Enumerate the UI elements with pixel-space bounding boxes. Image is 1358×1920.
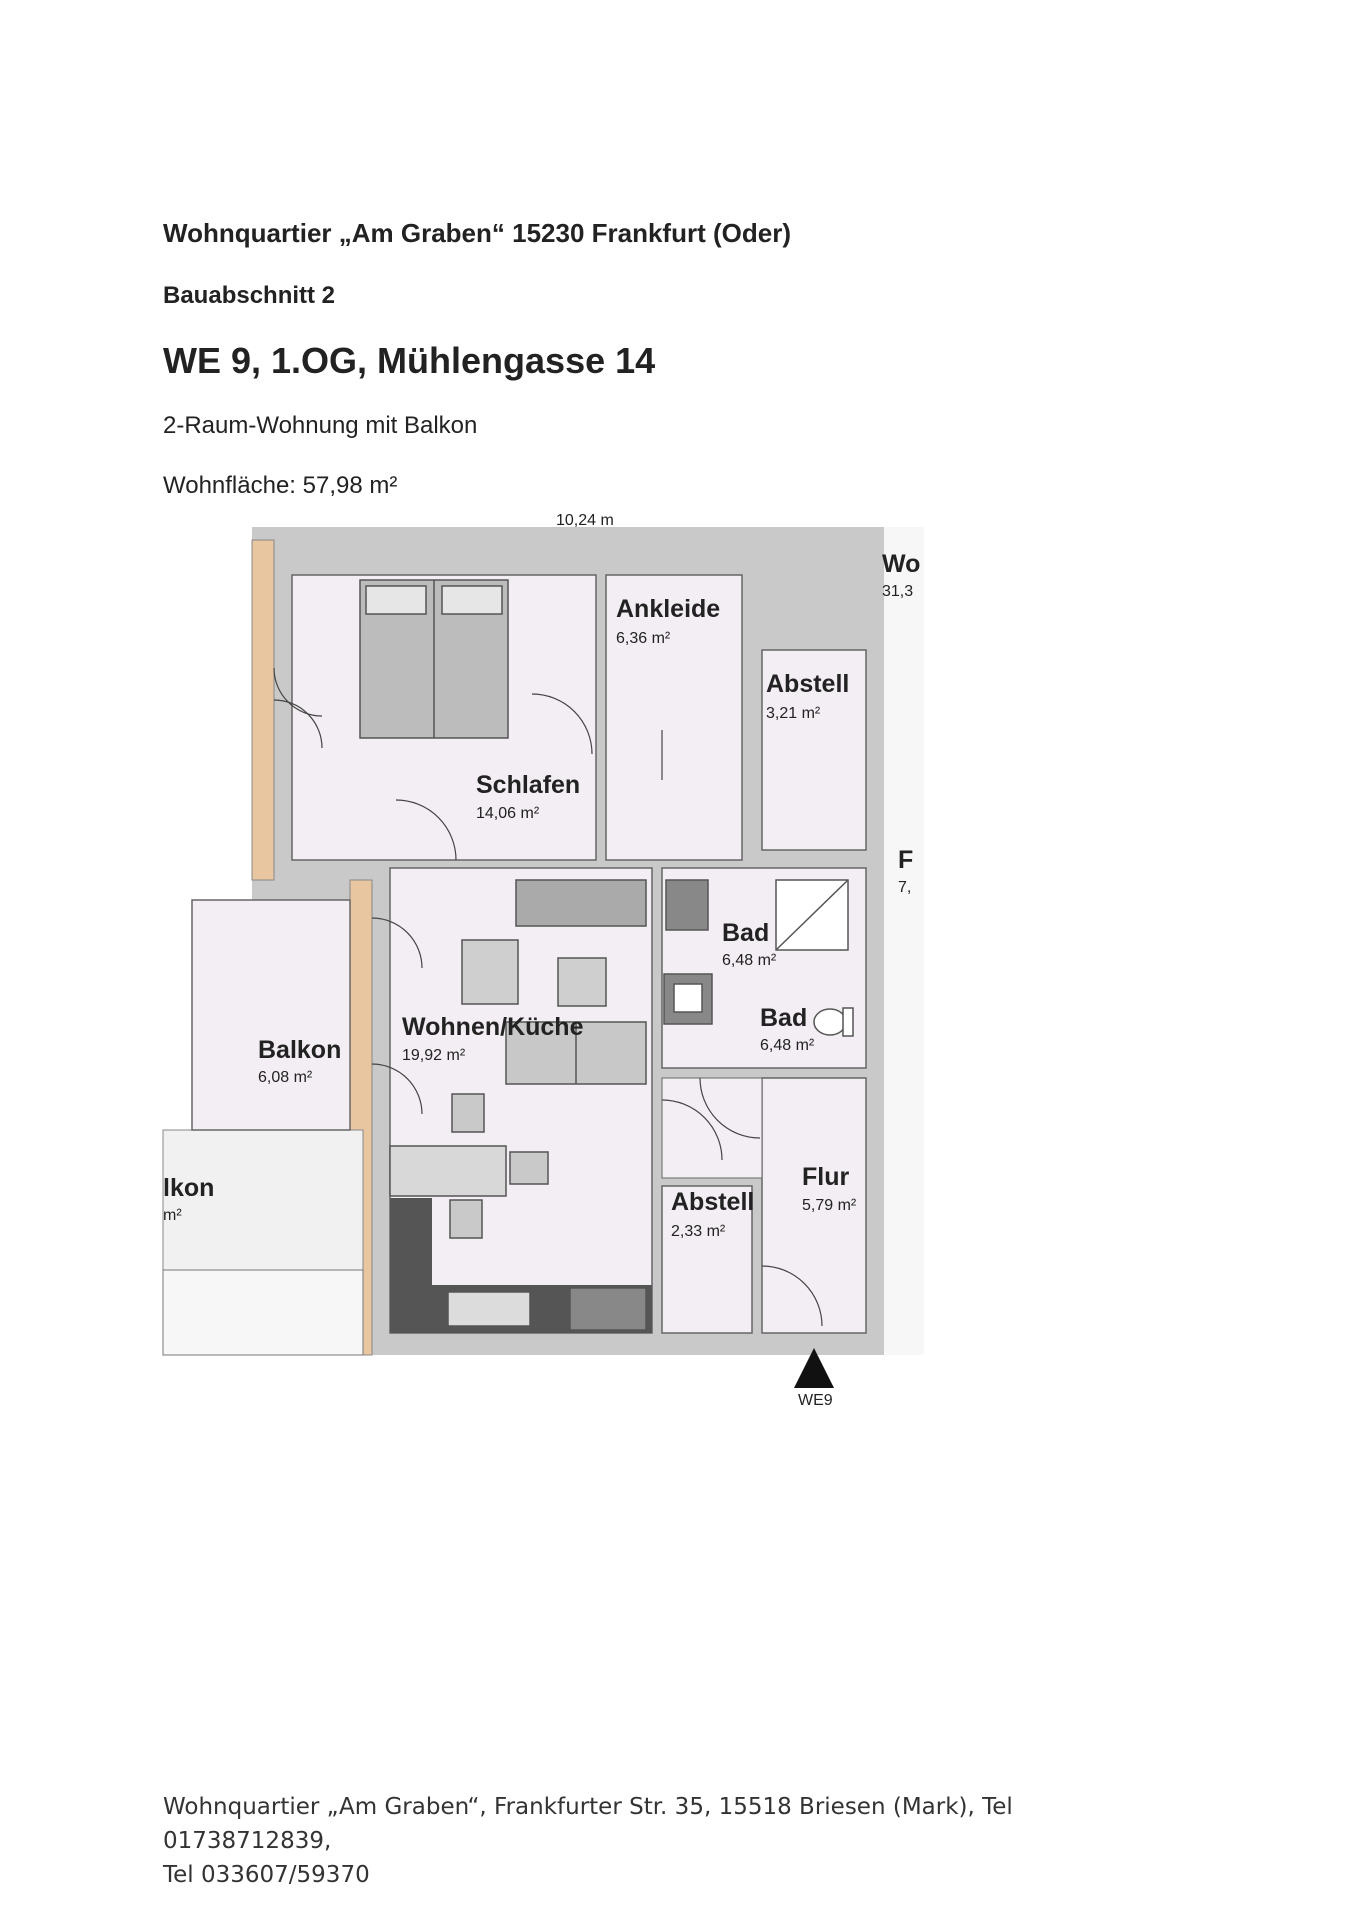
room-wohnen xyxy=(389,867,653,1334)
area-flur: 5,79 m² xyxy=(802,1197,857,1214)
room-flur xyxy=(761,1077,867,1334)
label-bad-2: Bad xyxy=(760,1004,807,1032)
room-labels: Ankleide 6,36 m² Abstell 3,21 m² Schlafe… xyxy=(258,595,857,1240)
entrance-arrow-icon xyxy=(794,1348,834,1388)
dimension-top: 10,24 m xyxy=(556,512,614,529)
unit-type: 2-Raum-Wohnung mit Balkon xyxy=(163,412,478,439)
chair-3 xyxy=(449,1199,483,1239)
room-abstell-2 xyxy=(661,1185,753,1334)
footer-line-2: Tel 033607/59370 xyxy=(163,1862,370,1888)
area-wohnen: 19,92 m² xyxy=(402,1047,466,1064)
area-bad-2: 6,48 m² xyxy=(760,1037,815,1054)
neighbor-labels: 10,24 m Wo 31,3 F 7, lkon m² xyxy=(163,512,920,1224)
label-neighbor-balkon: lkon xyxy=(163,1174,214,1202)
area-balkon: 6,08 m² xyxy=(258,1069,313,1086)
room-balkon xyxy=(191,899,351,1131)
area-neighbor-f: 7, xyxy=(898,879,911,896)
footer-contact: Wohnquartier „Am Graben“, Frankfurter St… xyxy=(163,1790,1163,1892)
footer-line-1: Wohnquartier „Am Graben“, Frankfurter St… xyxy=(163,1794,1013,1854)
area-ankleide: 6,36 m² xyxy=(616,630,671,647)
sink xyxy=(447,1291,531,1327)
pillow-right xyxy=(441,585,503,615)
room-abstell-1 xyxy=(761,649,867,851)
area-abstell-2: 2,33 m² xyxy=(671,1223,726,1240)
side-chair xyxy=(557,957,607,1007)
label-neighbor-wo: Wo xyxy=(882,550,920,578)
area-abstell-1: 3,21 m² xyxy=(766,705,821,722)
area-neighbor-wo: 31,3 xyxy=(882,583,913,600)
label-abstell-1: Abstell xyxy=(766,670,849,698)
room-ankleide xyxy=(605,574,743,861)
sideboard xyxy=(515,879,647,927)
bath-cabinet xyxy=(665,879,709,931)
furniture xyxy=(359,579,854,1333)
pillow-left xyxy=(365,585,427,615)
label-abstell-2: Abstell xyxy=(671,1188,754,1216)
area-bad-1: 6,48 m² xyxy=(722,952,777,969)
label-neighbor-f: F xyxy=(898,846,913,874)
toilet xyxy=(813,1008,847,1036)
chair-2 xyxy=(509,1151,549,1185)
unit-title: WE 9, 1.OG, Mühlengasse 14 xyxy=(163,340,656,381)
washbasin xyxy=(663,973,713,1025)
entrance-label: WE9 xyxy=(798,1392,833,1409)
label-ankleide: Ankleide xyxy=(616,595,720,623)
room-corridor xyxy=(661,1077,763,1179)
doors xyxy=(273,667,823,1327)
chair-1 xyxy=(451,1093,485,1133)
label-balkon: Balkon xyxy=(258,1036,341,1064)
area-neighbor-balkon: m² xyxy=(163,1207,182,1224)
section-title: Bauabschnitt 2 xyxy=(163,282,336,309)
armchair xyxy=(461,939,519,1005)
project-title: Wohnquartier „Am Graben“ 15230 Frankfurt… xyxy=(163,218,791,248)
label-schlafen: Schlafen xyxy=(476,771,580,799)
living-area: Wohnfläche: 57,98 m² xyxy=(163,472,398,499)
stove xyxy=(569,1287,647,1331)
label-bad-1: Bad xyxy=(722,919,769,947)
label-wohnen: Wohnen/Küche xyxy=(402,1013,584,1041)
area-schlafen: 14,06 m² xyxy=(476,805,540,822)
label-flur: Flur xyxy=(802,1163,849,1191)
dining-table xyxy=(389,1145,507,1197)
